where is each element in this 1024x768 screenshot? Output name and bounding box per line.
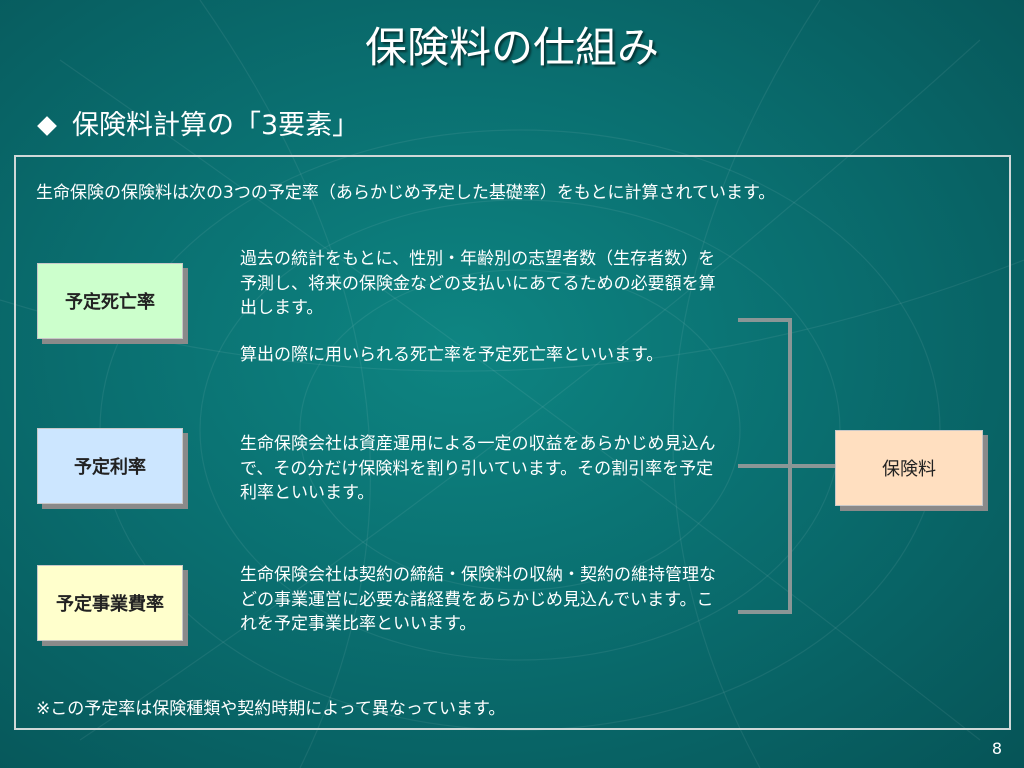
intro-text: 生命保険の保険料は次の3つの予定率（あらかじめ予定した基礎率）をもとに計算されて…	[36, 183, 776, 203]
description-paragraph: 算出の際に用いられる死亡率を予定死亡率といいます。	[240, 345, 664, 365]
factor-description-interest: 生命保険会社は資産運用による一定の収益をあらかじめ見込んで、その分だけ保険料を割…	[240, 432, 728, 506]
section-heading-text: 保険料計算の「3要素」	[72, 110, 360, 141]
description-paragraph: 過去の統計をもとに、性別・年齢別の志望者数（生存者数）を予測し、将来の保険金など…	[240, 249, 716, 318]
diamond-bullet-icon	[37, 116, 57, 136]
description-paragraph: 生命保険会社は契約の締結・保険料の収納・契約の維持管理などの事業運営に必要な諸経…	[240, 565, 716, 634]
factor-description-expense: 生命保険会社は契約の締結・保険料の収納・契約の維持管理などの事業運営に必要な諸経…	[240, 563, 728, 637]
page-number: 8	[991, 739, 1002, 758]
factor-box-mortality: 予定死亡率	[37, 263, 183, 339]
footnote: ※この予定率は保険種類や契約時期によって異なっています。	[36, 699, 506, 719]
factor-description-mortality-note: 算出の際に用いられる死亡率を予定死亡率といいます。	[240, 343, 728, 368]
factor-box-interest: 予定利率	[37, 428, 183, 504]
section-heading: 保険料計算の「3要素」	[34, 106, 359, 146]
result-box-premium: 保険料	[835, 430, 983, 506]
page-title: 保険料の仕組み	[364, 23, 659, 72]
factor-box-expense: 予定事業費率	[37, 565, 183, 641]
description-paragraph: 生命保険会社は資産運用による一定の収益をあらかじめ見込んで、その分だけ保険料を割…	[240, 434, 716, 503]
content-panel	[14, 155, 1011, 730]
factor-description-mortality: 過去の統計をもとに、性別・年齢別の志望者数（生存者数）を予測し、将来の保険金など…	[240, 247, 728, 321]
